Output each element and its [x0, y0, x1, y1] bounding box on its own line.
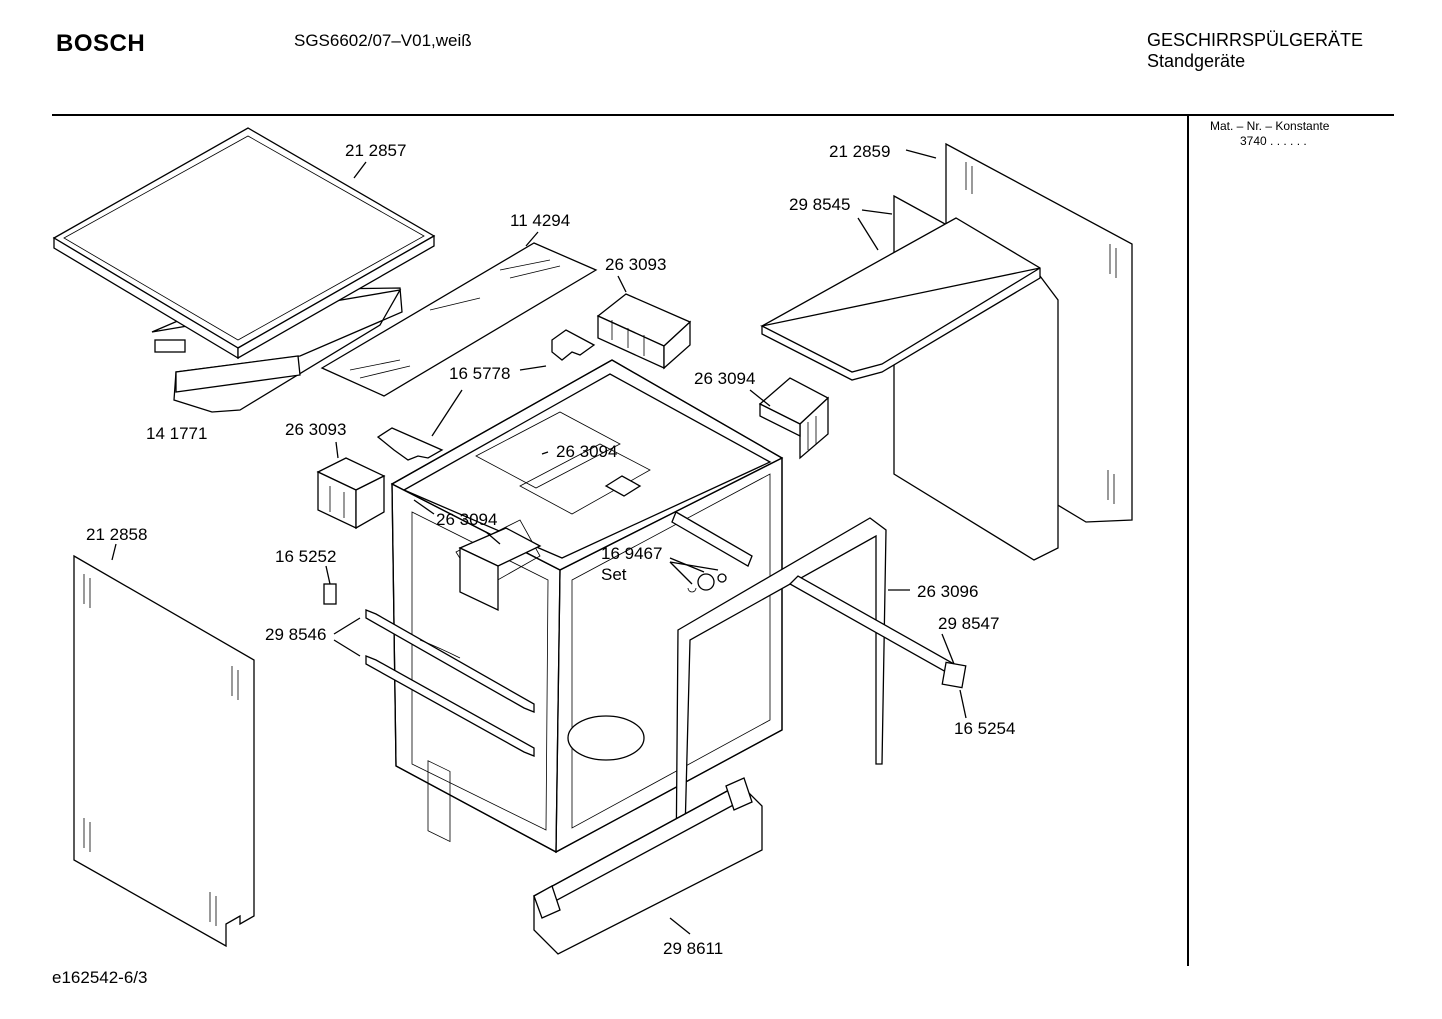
part-label-169467: 16 9467: [601, 544, 663, 563]
part-label-165252: 16 5252: [275, 547, 337, 566]
part-label-298611: 29 8611: [663, 939, 724, 958]
bracket-left-part: [376, 427, 444, 461]
drawing-id: e162542-6/3: [52, 968, 148, 987]
mat-nr-value: 3740 . . . . . .: [1240, 134, 1307, 148]
holder-top-part: [596, 293, 692, 370]
part-label-298547: 29 8547: [938, 614, 1000, 633]
part-label-212859: 21 2859: [829, 142, 891, 161]
part-label-169467-set: Set: [601, 565, 627, 584]
foil-part: [320, 242, 598, 397]
back-panel-part: [760, 194, 1059, 561]
part-label-263094-center: 26 3094: [556, 442, 618, 461]
worktop-part: [52, 127, 436, 413]
bracket-top-part: [551, 329, 596, 361]
brand-logo: BOSCH: [56, 30, 146, 57]
tube-part: [788, 575, 967, 689]
rack-rail-part: [365, 609, 535, 757]
category-subtitle: Standgeräte: [1147, 51, 1246, 71]
part-label-165254: 16 5254: [954, 719, 1016, 738]
part-label-298546: 29 8546: [265, 625, 327, 644]
part-label-263096: 26 3096: [917, 582, 979, 601]
mat-nr-label: Mat. – Nr. – Konstante: [1210, 119, 1330, 133]
part-label-298545: 29 8545: [789, 195, 851, 214]
part-label-141771: 14 1771: [146, 424, 208, 443]
model-number: SGS6602/07–V01,weiß: [294, 31, 472, 50]
clip-part: [323, 583, 337, 605]
part-label-263094-right: 26 3094: [694, 369, 756, 388]
part-label-263093-top: 26 3093: [605, 255, 667, 274]
part-label-165778: 16 5778: [449, 364, 511, 383]
part-label-212857: 21 2857: [345, 141, 407, 160]
leader-lines: [111, 149, 967, 935]
kickplate-part: [532, 777, 763, 955]
part-label-263093-left: 26 3093: [285, 420, 347, 439]
small-parts-part: [671, 511, 753, 593]
holder-right-part: [758, 377, 830, 460]
side-panel-left-part: [73, 554, 255, 948]
category-title: GESCHIRRSPÜLGERÄTE: [1147, 30, 1364, 50]
part-label-212858: 21 2858: [86, 525, 148, 544]
part-label-114294: 11 4294: [510, 211, 571, 230]
holder-left-part: [316, 457, 386, 530]
part-label-263094-inner: 26 3094: [436, 510, 498, 529]
